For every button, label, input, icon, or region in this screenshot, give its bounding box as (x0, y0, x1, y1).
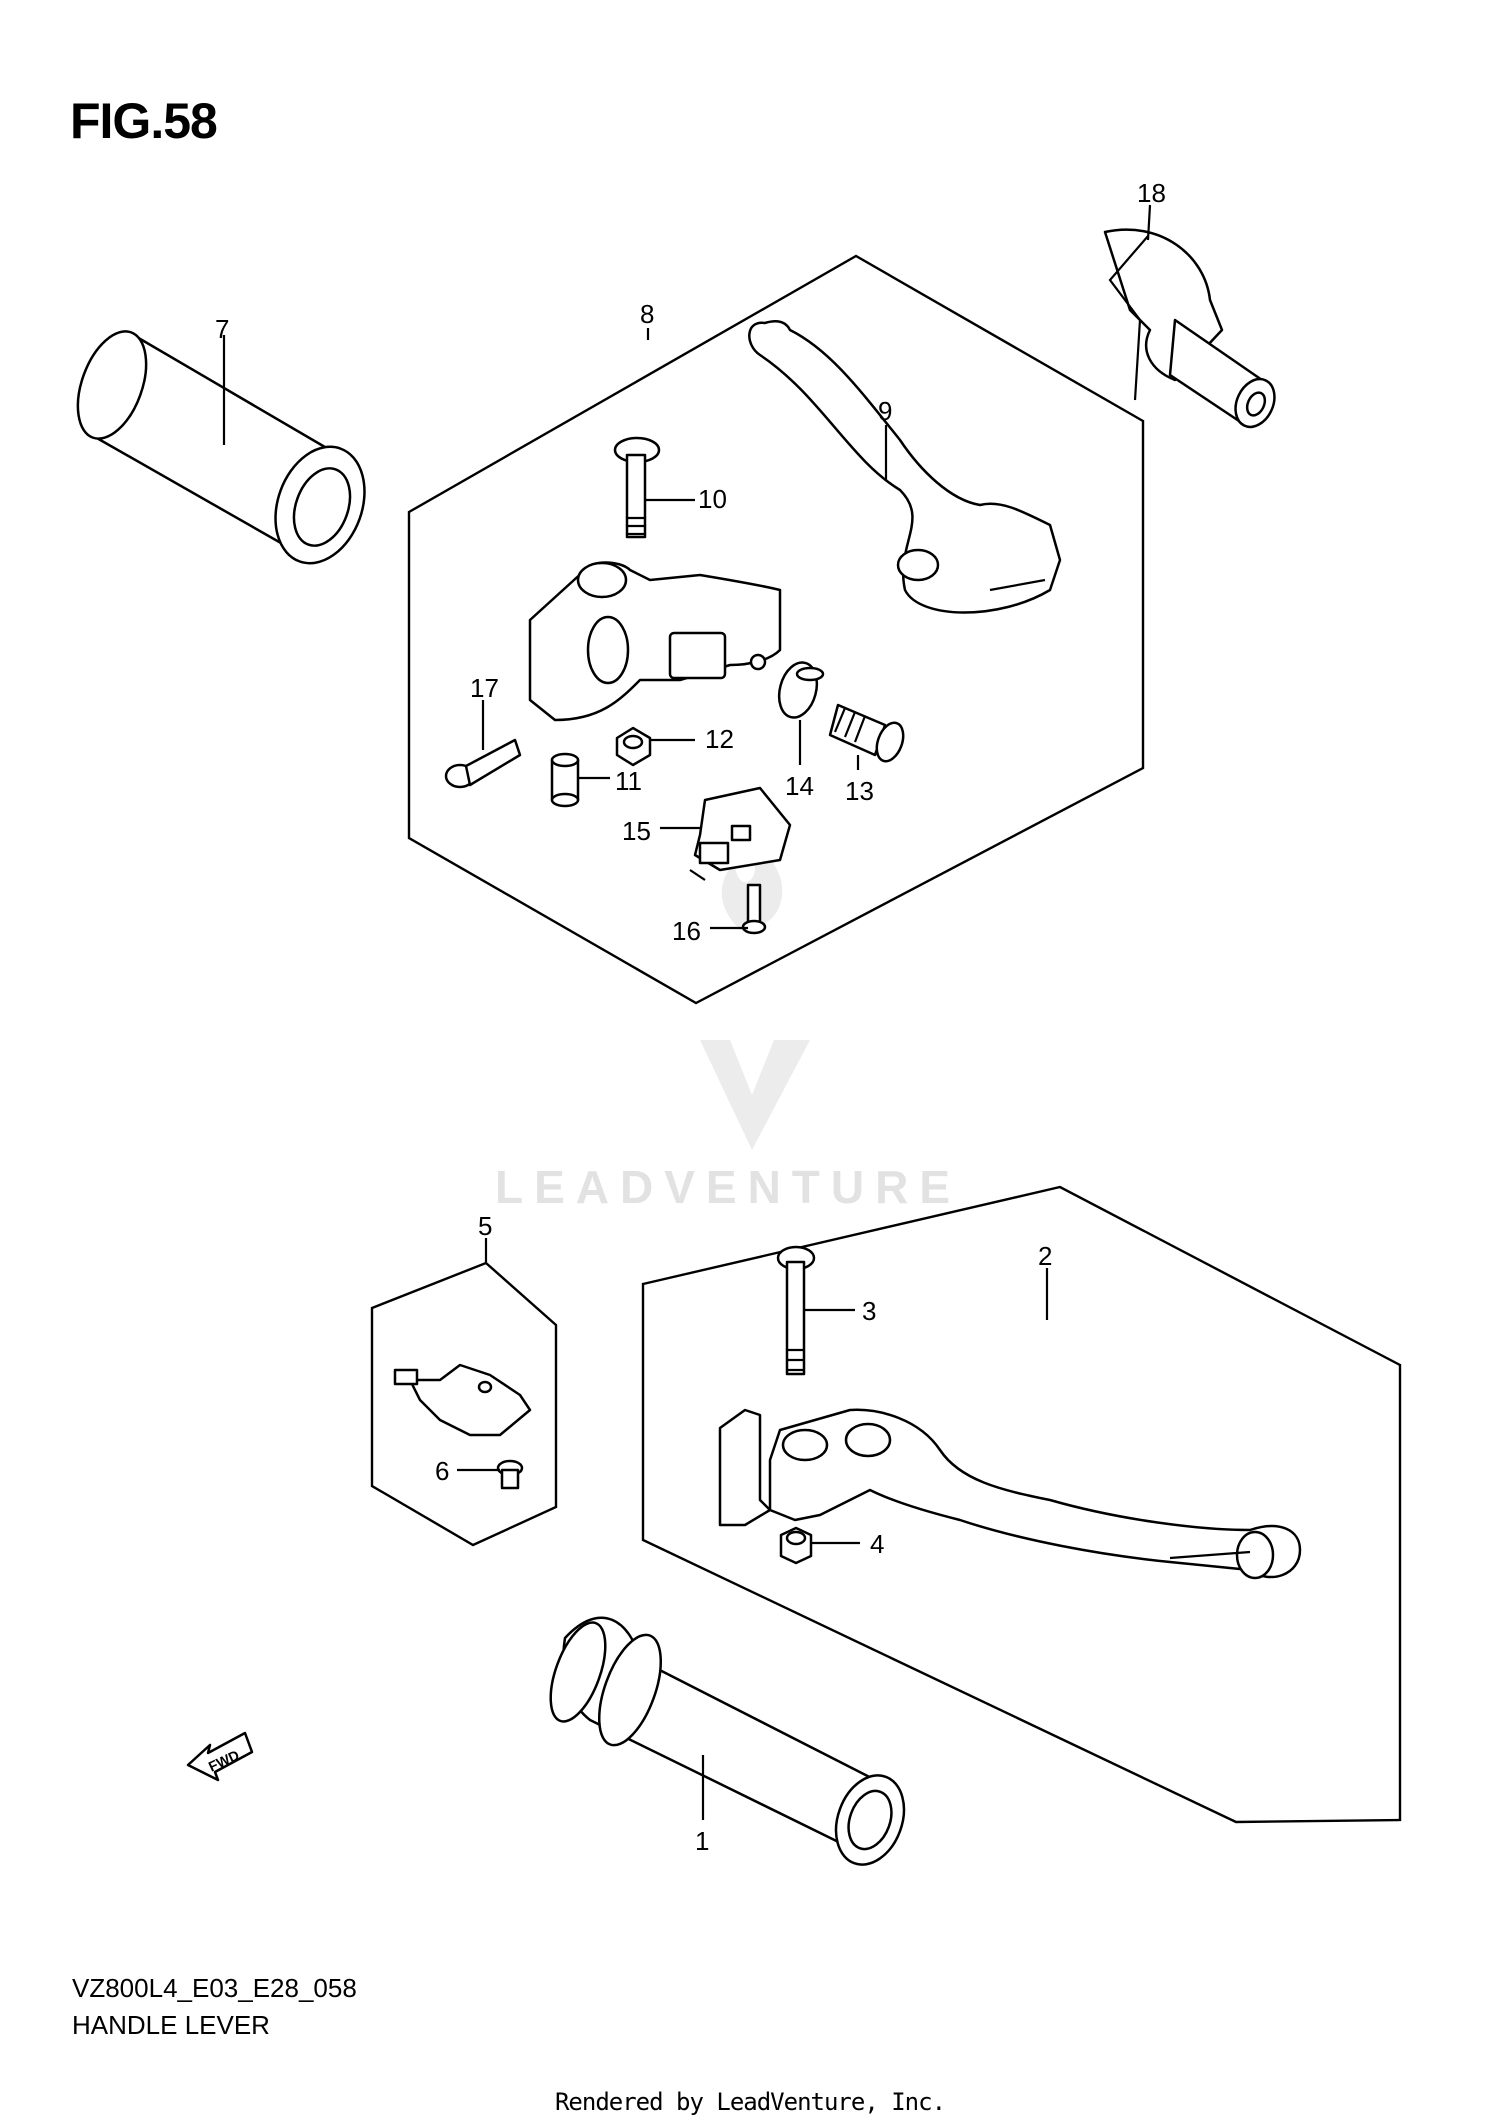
callout-11: 11 (615, 766, 642, 796)
leader-lines (222, 204, 1152, 1820)
callout-10: 10 (698, 484, 727, 514)
callout-2: 2 (1038, 1241, 1052, 1271)
part-12-nut[interactable] (615, 726, 652, 767)
part-9-clutch-lever[interactable] (748, 320, 1062, 614)
assembly-8-frame (407, 254, 1145, 1005)
part-17-bolt[interactable] (444, 738, 522, 789)
callout-5: 5 (478, 1211, 492, 1241)
part-14-locknut[interactable] (773, 658, 825, 721)
part-7-grip[interactable] (65, 322, 380, 576)
part-4-nut[interactable] (779, 1526, 813, 1565)
part-16-screw[interactable] (741, 883, 767, 935)
callout-14: 14 (785, 771, 814, 801)
part-15-clutch-switch[interactable] (689, 786, 792, 881)
part-18-bar-end[interactable] (1103, 228, 1282, 434)
callout-8: 8 (640, 299, 654, 329)
callout-9: 9 (878, 396, 892, 426)
callout-17: 17 (470, 673, 499, 703)
diagram-name: HANDLE LEVER (72, 2010, 270, 2040)
part-3-pivot-bolt[interactable] (776, 1245, 816, 1376)
callout-16: 16 (672, 916, 701, 946)
callout-1: 1 (695, 1826, 709, 1856)
part-11-collar[interactable] (550, 752, 580, 808)
part-13-adjuster[interactable] (828, 703, 908, 765)
part-6-screw[interactable] (496, 1459, 524, 1490)
callout-12: 12 (705, 724, 734, 754)
part-5-brake-light-switch[interactable] (393, 1363, 532, 1437)
rendered-by-credit: Rendered by LeadVenture, Inc. (554, 2088, 946, 2116)
callout-7: 7 (215, 314, 229, 344)
diagram-code: VZ800L4_E03_E28_058 (72, 1973, 357, 2003)
part-1-throttle-grip[interactable] (540, 1616, 916, 1875)
callout-3: 3 (862, 1296, 876, 1326)
figure-title: FIG.58 (70, 93, 218, 149)
callout-4: 4 (870, 1529, 884, 1559)
watermark-text: LEADVENTURE (495, 1161, 961, 1213)
callout-18: 18 (1137, 178, 1166, 208)
part-8-clutch-lever-bracket[interactable] (528, 561, 782, 722)
assembly-5-frame (370, 1261, 558, 1547)
part-2-brake-lever[interactable] (718, 1408, 1302, 1580)
callout-6: 6 (435, 1456, 449, 1486)
part-10-pivot-bolt[interactable] (613, 436, 661, 539)
assembly-2-frame (641, 1185, 1402, 1824)
callout-13: 13 (845, 776, 874, 806)
callout-15: 15 (622, 816, 651, 846)
fwd-arrow-icon: FWD (186, 1731, 254, 1782)
